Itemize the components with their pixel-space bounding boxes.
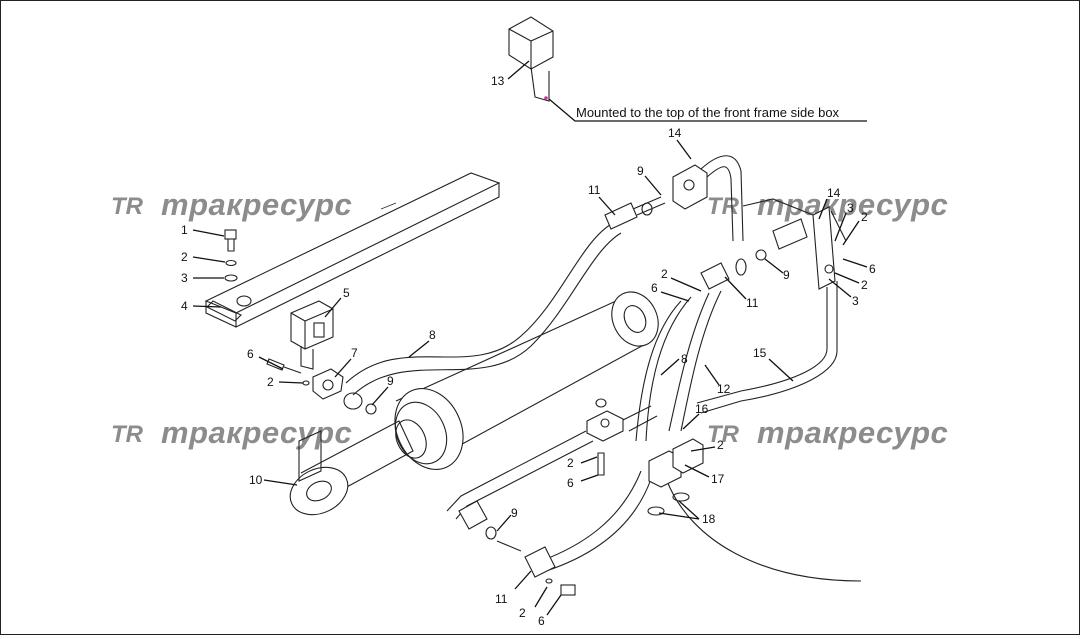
fitting-left	[343, 392, 377, 415]
callout-1: 1	[181, 223, 188, 237]
callout-9: 9	[783, 268, 790, 282]
mid-clamp-block	[586, 398, 624, 476]
callout-5: 5	[343, 286, 350, 300]
tube-11-upper	[604, 196, 666, 230]
tube-15	[696, 281, 838, 414]
watermark-text-4: тракресурс	[757, 415, 948, 450]
manifold-14	[672, 155, 744, 242]
callout-15: 15	[753, 346, 767, 360]
valve-block-5	[290, 300, 334, 370]
callout-12: 12	[717, 382, 731, 396]
callout-6: 6	[247, 347, 254, 361]
callout-2: 2	[661, 267, 668, 281]
callout-14: 14	[827, 186, 841, 200]
callout-2: 2	[717, 438, 724, 452]
callout-3: 3	[852, 294, 859, 308]
callout-3: 3	[847, 201, 854, 215]
callout-3: 3	[181, 271, 188, 285]
callout-2: 2	[181, 250, 188, 264]
callout-11: 11	[746, 296, 759, 310]
tube-12	[635, 290, 722, 442]
bracket-4	[206, 300, 242, 322]
callout-11: 11	[588, 183, 601, 197]
callout-4: 4	[181, 299, 188, 313]
watermark-text-2: тракресурс	[757, 187, 948, 222]
tube-11-mid	[700, 249, 767, 290]
callout-2: 2	[519, 606, 526, 620]
mounting-note: Mounted to the top of the front frame si…	[576, 105, 840, 120]
sensor-bracket-13	[508, 16, 554, 102]
callout-6: 6	[567, 476, 574, 490]
callout-9: 9	[511, 506, 518, 520]
watermark-logo-4: TR	[707, 421, 740, 448]
hose-8-upper	[345, 222, 622, 396]
callout-6: 6	[538, 614, 545, 628]
callout-13: 13	[491, 74, 505, 88]
callout-8: 8	[681, 352, 688, 366]
hydraulic-cylinder	[289, 291, 659, 516]
callout-6: 6	[651, 281, 658, 295]
callout-16: 16	[695, 402, 709, 416]
watermark-3: TR тракресурс	[111, 415, 352, 450]
callout-11: 11	[495, 592, 508, 606]
callout-2: 2	[267, 375, 274, 389]
leader-lines	[192, 60, 868, 616]
callout-9: 9	[387, 374, 394, 388]
watermark-4: TR тракресурс	[707, 415, 948, 450]
right-bracket-assembly	[742, 198, 847, 290]
callout-2: 2	[567, 456, 574, 470]
note-leader-line	[548, 98, 867, 122]
callout-7: 7	[351, 346, 358, 360]
watermark-1: TR тракресурс	[111, 187, 352, 222]
watermark-text-1: тракресурс	[161, 187, 352, 222]
callout-6: 6	[869, 262, 876, 276]
callout-9: 9	[637, 164, 644, 178]
watermark-2: TR тракресурс	[707, 187, 948, 222]
callout-17: 17	[711, 472, 725, 486]
lower-fittings-16-17	[647, 438, 704, 516]
watermark-logo-3: TR	[111, 421, 144, 448]
watermark-logo-1: TR	[111, 193, 144, 220]
callout-18: 18	[702, 512, 716, 526]
watermark-logo-2: TR	[707, 193, 740, 220]
lower-left-fitting	[458, 500, 576, 596]
callout-2: 2	[861, 278, 868, 292]
bolt-1	[224, 229, 238, 282]
watermark-text-3: тракресурс	[161, 415, 352, 450]
callout-14: 14	[668, 126, 682, 140]
callout-8: 8	[429, 328, 436, 342]
callout-10: 10	[249, 473, 263, 487]
callout-labels: 1 2 3 4 5 6 2 7 8 9 10 13 14 9 11 14 3 2…	[181, 74, 876, 628]
callout-2: 2	[861, 210, 868, 224]
